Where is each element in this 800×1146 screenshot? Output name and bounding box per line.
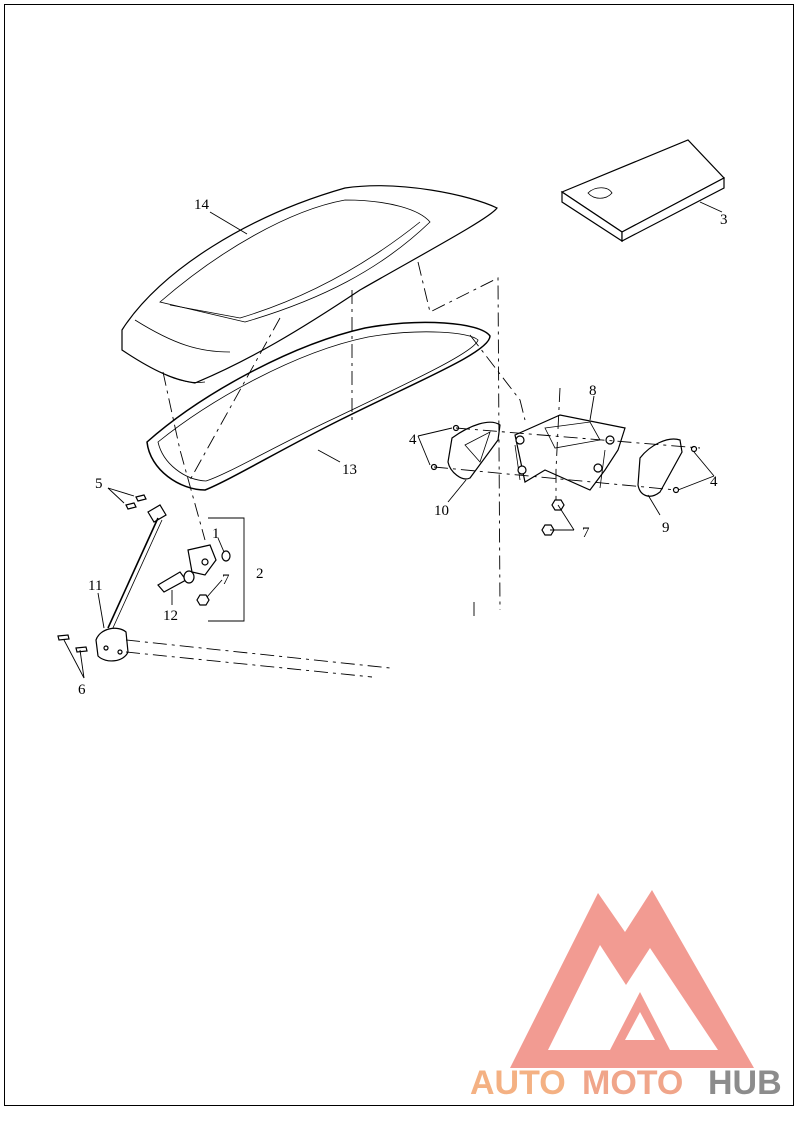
watermark-auto: AUTO	[470, 1064, 566, 1102]
callout-9: 9	[662, 520, 670, 536]
screw-parts-6	[57, 634, 88, 653]
watermark-hub: HUB	[708, 1064, 782, 1102]
lid-part	[121, 185, 498, 384]
callout-12: 12	[163, 608, 178, 624]
hinge-bracket-left-part	[447, 421, 501, 480]
hinge-main-part	[514, 414, 626, 491]
callout-6: 6	[78, 682, 86, 698]
booklet-part	[560, 139, 725, 243]
callout-5: 5	[95, 476, 103, 492]
nut-parts-7	[196, 499, 565, 606]
hinge-cover-right-part	[637, 438, 683, 497]
callout-8: 8	[589, 383, 597, 399]
drawing-frame	[4, 4, 794, 1106]
watermark-moto: MOTO	[582, 1064, 683, 1102]
callout-10: 10	[434, 503, 449, 519]
stay-rod-part	[107, 504, 167, 631]
callout-11: 11	[88, 578, 102, 594]
bracket-part-1	[187, 544, 231, 576]
group-bracket-2	[208, 517, 245, 622]
callout-7-right: 7	[582, 525, 590, 541]
callout-14: 14	[194, 197, 210, 213]
watermark-text: AUTO MOTO HUB	[470, 1064, 782, 1102]
screw-parts-5	[125, 494, 147, 510]
stay-mount-part-11	[95, 627, 129, 662]
callout-1: 1	[212, 526, 220, 542]
callout-3: 3	[720, 212, 728, 228]
watermark-logo	[510, 890, 754, 1068]
callout-13: 13	[342, 462, 357, 478]
callout-2: 2	[256, 566, 264, 582]
callout-4-right: 4	[710, 474, 718, 490]
callout-labels: 14 3 13 8 4 4 10 9 7 5 1 2 7 12 11 6	[78, 197, 728, 698]
callout-7-left: 7	[222, 572, 230, 588]
callout-4-left: 4	[409, 432, 417, 448]
pin-part-12	[157, 570, 195, 593]
seal-part	[146, 321, 491, 491]
leader-lines	[63, 201, 723, 679]
assembly-lines	[125, 261, 701, 678]
